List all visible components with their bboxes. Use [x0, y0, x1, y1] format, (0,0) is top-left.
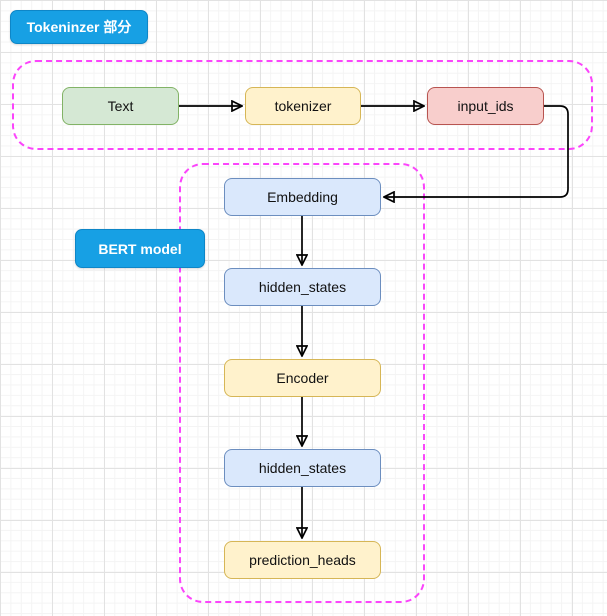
node-hidden-states-2: hidden_states: [224, 449, 381, 487]
node-input-ids: input_ids: [427, 87, 544, 125]
node-embedding: Embedding: [224, 178, 381, 216]
node-text: Text: [62, 87, 179, 125]
bert-model-label: BERT model: [75, 229, 205, 268]
node-tokenizer: tokenizer: [245, 87, 361, 125]
tokenizer-section-label: Tokeninzer 部分: [10, 10, 148, 44]
tokenizer-section-container: [12, 60, 593, 150]
node-prediction-heads: prediction_heads: [224, 541, 381, 579]
bert-model-container: [179, 163, 425, 603]
node-encoder: Encoder: [224, 359, 381, 397]
node-hidden-states-1: hidden_states: [224, 268, 381, 306]
